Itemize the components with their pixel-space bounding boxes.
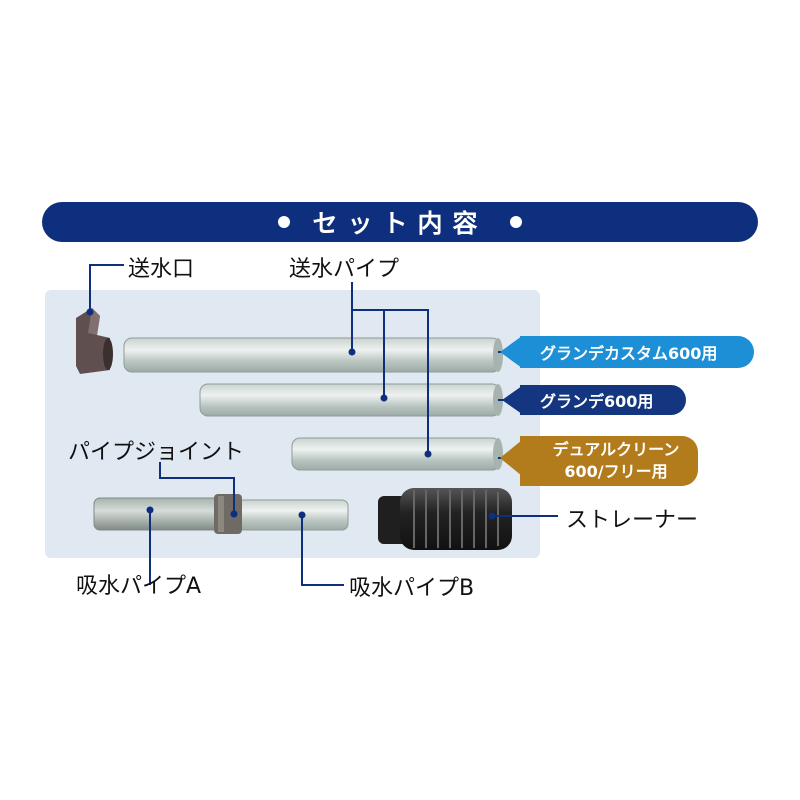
pill-label: グランデカスタム600用 <box>540 344 718 363</box>
intake-pipe-b <box>237 499 349 531</box>
set-contents-banner: セット内容 <box>42 202 758 242</box>
pill-dual-clean-600: デュアルクリーン 600/フリー用 <box>520 436 698 486</box>
pill-label-line1: デュアルクリーン <box>552 440 680 459</box>
banner-title: セット内容 <box>312 209 488 238</box>
outlet-part <box>76 308 113 374</box>
label-intake-pipe-a: 吸水パイプA <box>76 574 202 599</box>
intake-pipe-a <box>93 497 233 531</box>
bullet-dot-icon <box>278 216 291 228</box>
pill-label-line2: 600/フリー用 <box>564 462 668 481</box>
pill-arrow-custom <box>500 336 522 368</box>
pill-arrow-dual <box>500 440 522 476</box>
outlet-pipe-medium <box>199 383 503 417</box>
strainer-part <box>378 488 512 550</box>
pipe-joint-part <box>214 494 242 534</box>
pill-grande-600: グランデ600用 <box>520 385 686 415</box>
label-strainer: ストレーナー <box>566 508 699 533</box>
pill-grande-custom-600: グランデカスタム600用 <box>520 336 754 368</box>
outlet-pipe-long <box>123 337 503 373</box>
pill-arrow-grande <box>502 386 522 414</box>
leader-endpoints <box>86 308 496 520</box>
outlet-pipe-short <box>291 437 503 471</box>
label-outlet: 送水口 <box>128 257 195 282</box>
label-pipe-joint: パイプジョイント <box>68 440 245 465</box>
label-intake-pipe-b: 吸水パイプB <box>349 576 475 601</box>
bullet-dot-icon <box>509 216 522 228</box>
pill-label: グランデ600用 <box>540 392 654 411</box>
label-outlet-pipe: 送水パイプ <box>289 257 400 282</box>
